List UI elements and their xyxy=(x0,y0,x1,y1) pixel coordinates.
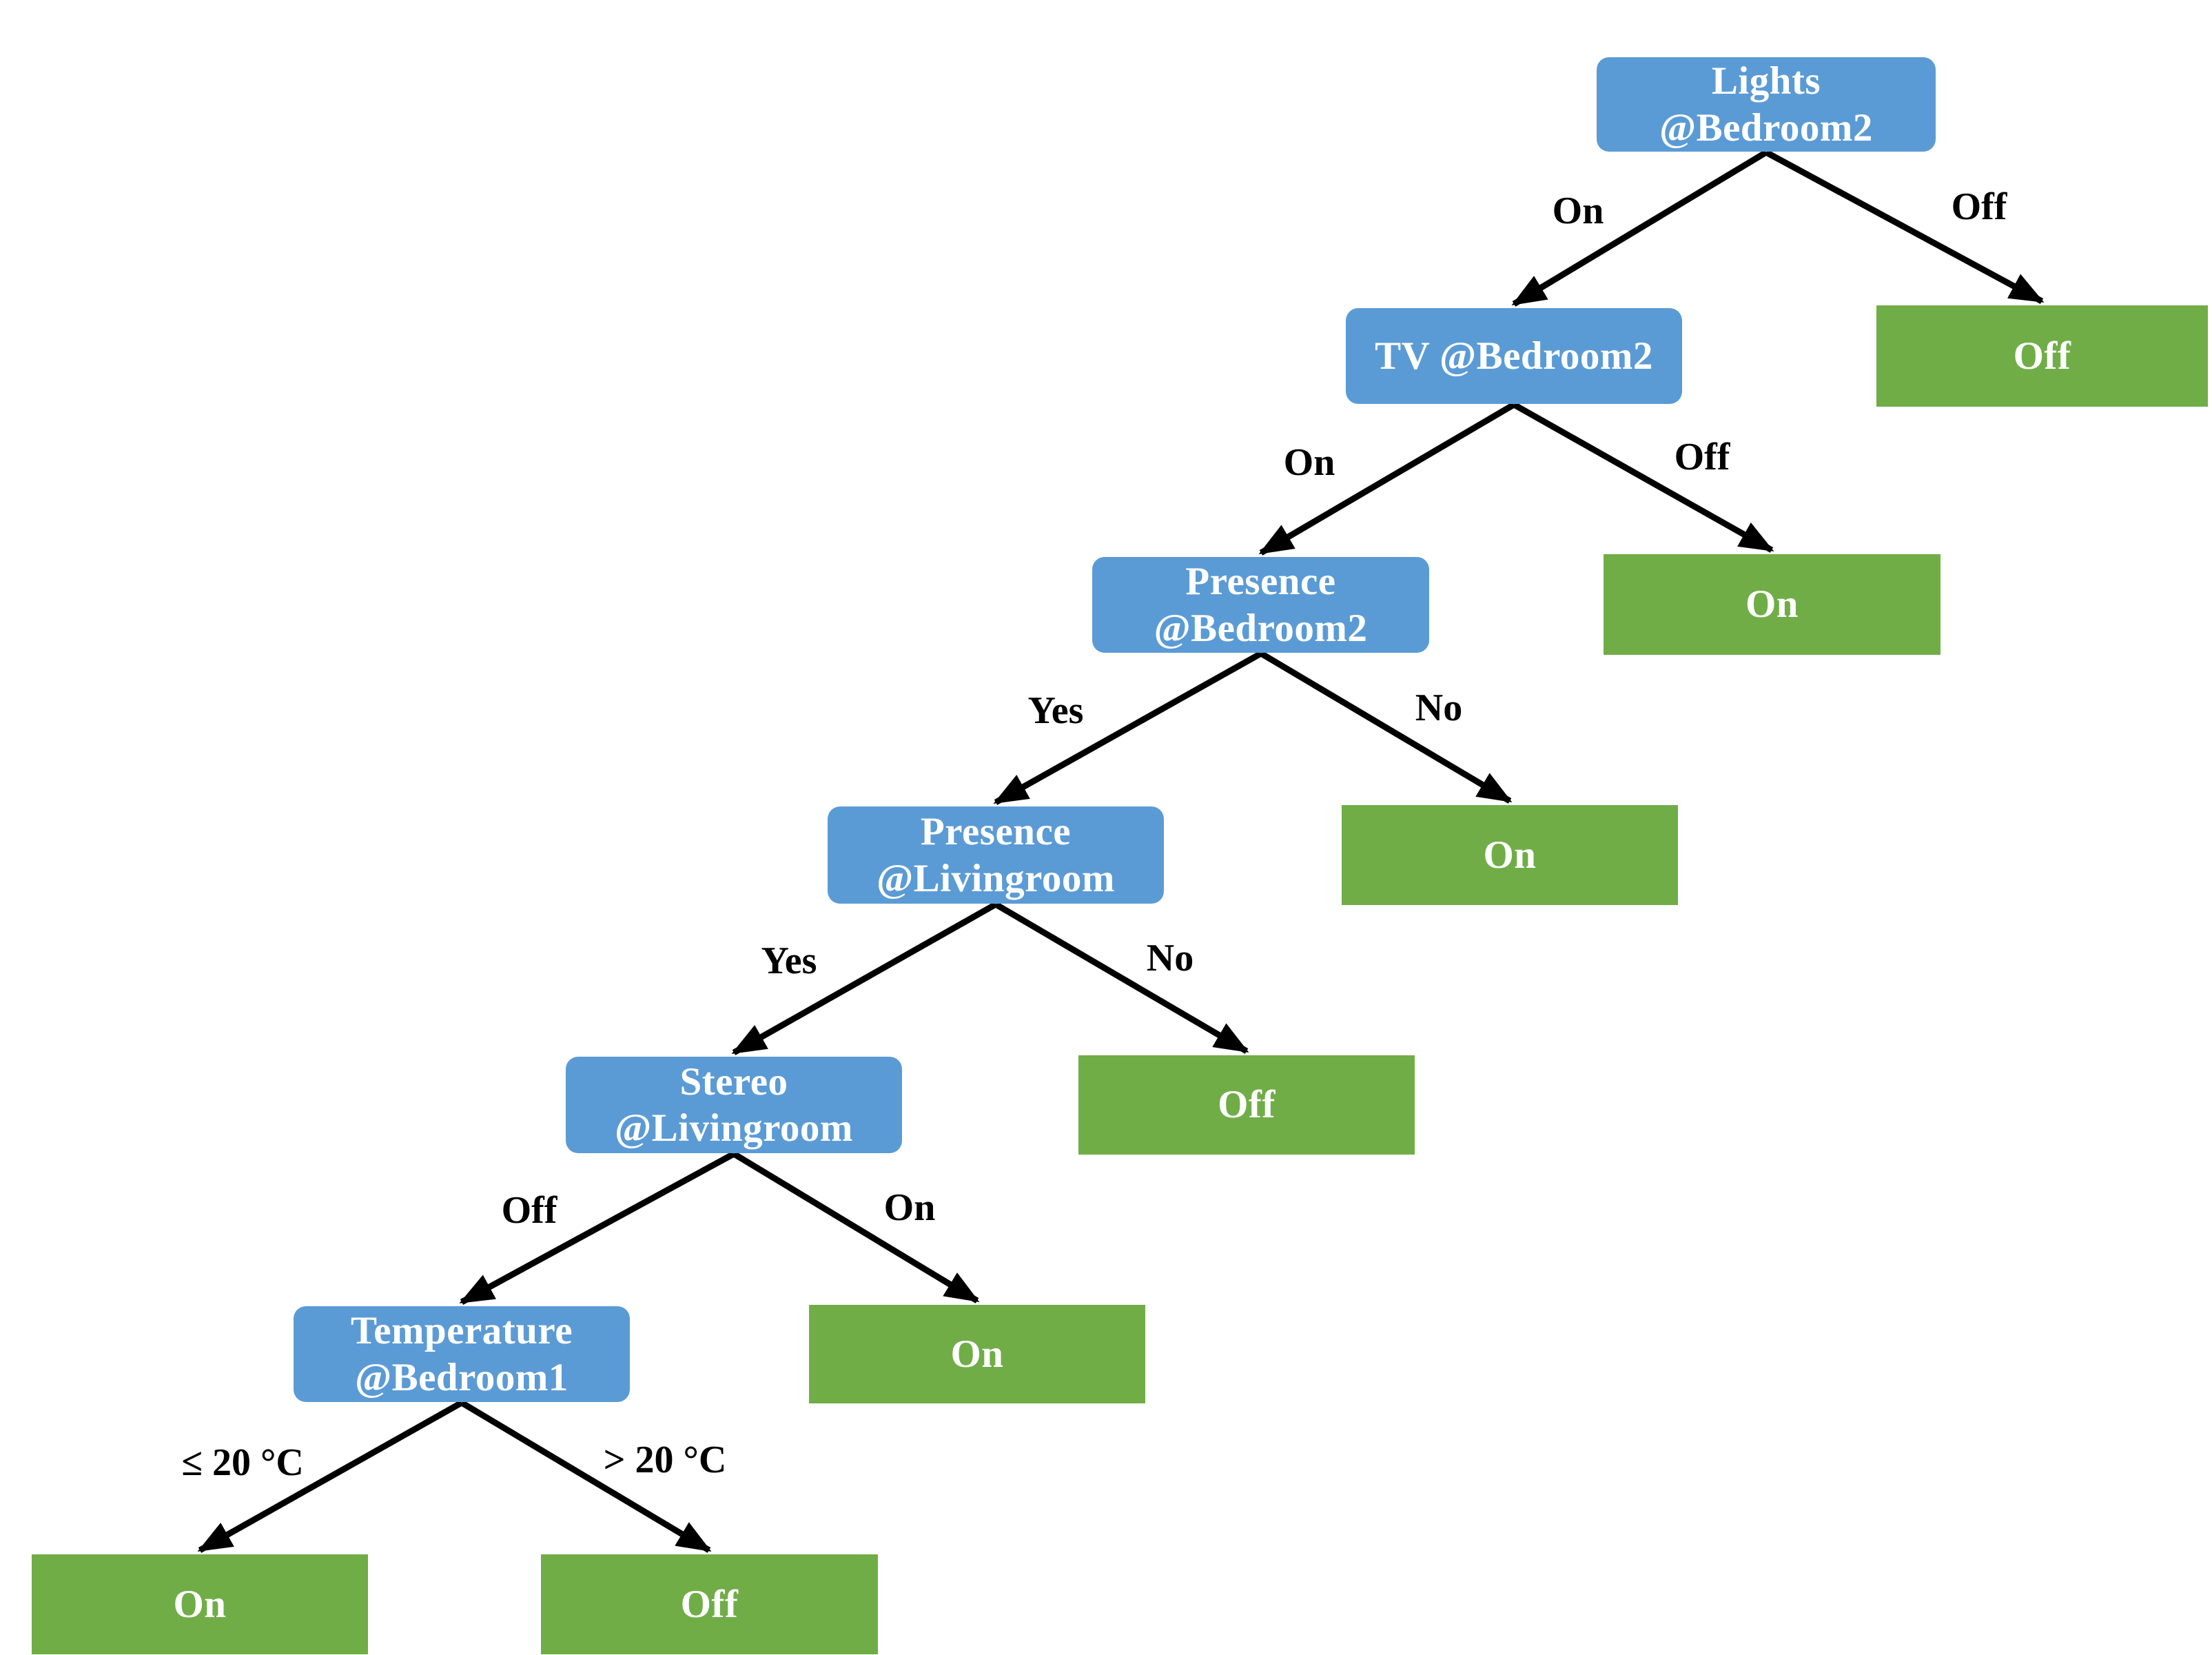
edge-label: On xyxy=(1552,190,1604,232)
edge-line-temperature-bedroom1-≤ 20 °c xyxy=(197,1400,464,1553)
edge-label: Off xyxy=(1674,436,1730,478)
leaf-node-leaf-on-1: On xyxy=(1604,554,1940,655)
edge-label: On xyxy=(1283,441,1335,484)
leaf-node-leaf-off-2: Off xyxy=(1078,1055,1415,1155)
edge-label: Off xyxy=(501,1189,557,1232)
edge-line-presence-bedroom2-yes xyxy=(993,651,1263,805)
edge-line-presence-livingroom-yes xyxy=(731,902,998,1055)
edge-line-stereo-livingroom-off xyxy=(459,1151,736,1305)
edge-label: On xyxy=(883,1186,936,1229)
edge-line-presence-bedroom2-no xyxy=(1259,651,1513,804)
leaf-node-leaf-off-1: Off xyxy=(1876,305,2208,407)
edge-line-tv-bedroom2-off xyxy=(1512,402,1774,553)
edge-line-stereo-livingroom-on xyxy=(732,1151,980,1303)
edge-line-temperature-bedroom1-> 20 °c xyxy=(460,1400,712,1553)
edge-line-lights-bedroom2-on xyxy=(1511,150,1768,307)
edge-label: Yes xyxy=(761,940,817,982)
edge-group xyxy=(197,150,2045,1553)
decision-node-tv-bedroom2: TV @Bedroom2 xyxy=(1346,308,1682,404)
edge-label: No xyxy=(1415,687,1463,729)
edge-label: Off xyxy=(1951,185,2007,228)
edge-line-presence-livingroom-no xyxy=(994,902,1249,1054)
edge-line-lights-bedroom2-off xyxy=(1764,150,2045,304)
leaf-node-leaf-off-3: Off xyxy=(541,1554,878,1654)
edge-label: Yes xyxy=(1027,689,1084,732)
leaf-node-leaf-on-3: On xyxy=(809,1305,1145,1403)
edge-label: > 20 °C xyxy=(603,1439,727,1481)
decision-node-stereo-livingroom: Stereo @Livingroom xyxy=(566,1057,902,1153)
decision-node-presence-bedroom2: Presence @Bedroom2 xyxy=(1092,557,1429,653)
leaf-node-leaf-on-4: On xyxy=(32,1554,368,1654)
edge-line-tv-bedroom2-on xyxy=(1258,402,1516,556)
decision-node-presence-livingroom: Presence @Livingroom xyxy=(828,806,1164,904)
decision-node-lights-bedroom2: Lights @Bedroom2 xyxy=(1597,57,1936,152)
edge-label: No xyxy=(1146,937,1194,979)
leaf-node-leaf-on-2: On xyxy=(1342,805,1678,905)
edge-label: ≤ 20 °C xyxy=(181,1441,304,1484)
decision-node-temperature-bedroom1: Temperature @Bedroom1 xyxy=(294,1306,630,1402)
